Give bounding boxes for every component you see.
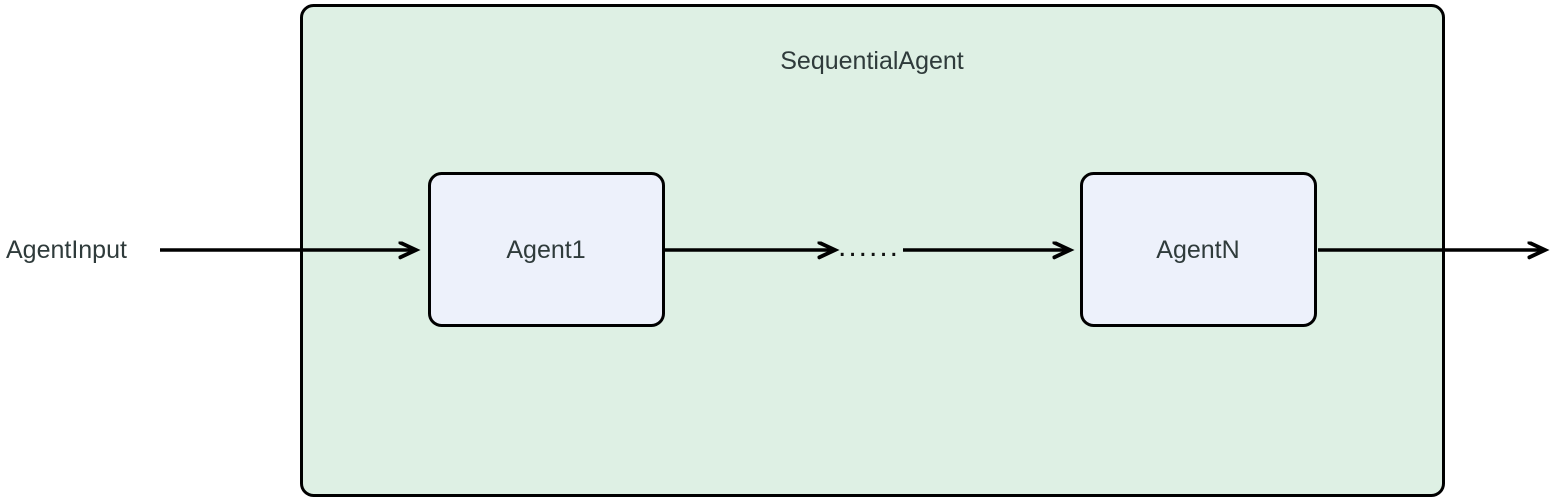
- node-agent1-box: [428, 172, 665, 327]
- sequential-agent-title: SequentialAgent: [780, 47, 964, 75]
- node-agentn: AgentN: [1080, 172, 1317, 327]
- node-agent1: Agent1: [428, 172, 665, 327]
- ellipsis-label: ......: [838, 230, 900, 263]
- node-agentn-box: [1080, 172, 1317, 327]
- node-agentn-label: AgentN: [1156, 236, 1239, 264]
- node-agent1-label: Agent1: [506, 236, 585, 264]
- agent-input-label: AgentInput: [6, 236, 127, 264]
